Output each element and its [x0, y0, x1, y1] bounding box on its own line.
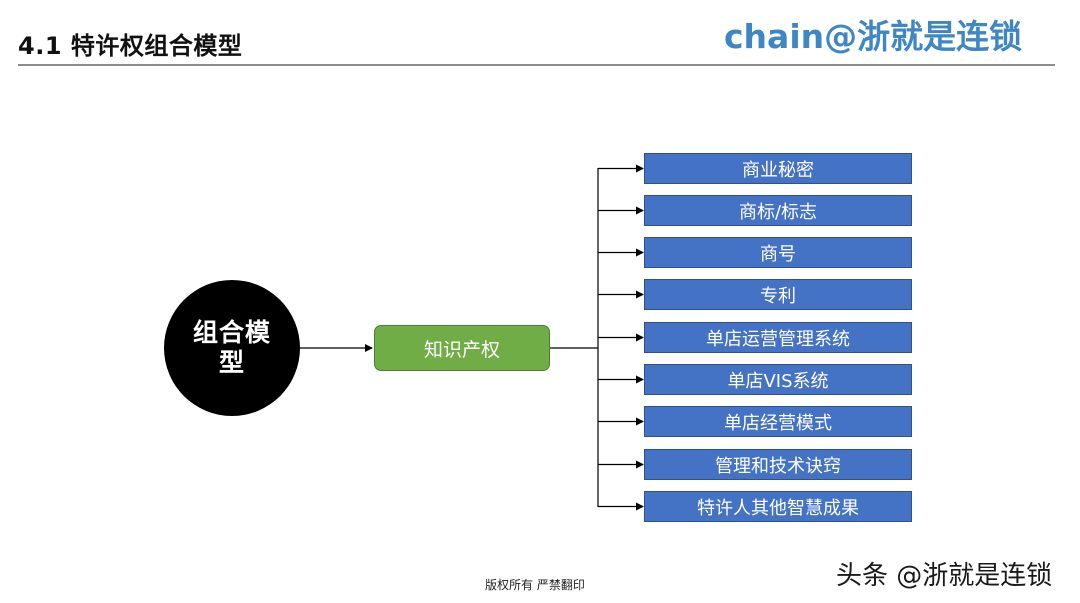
- intellectual-property-box: 知识产权: [374, 325, 550, 371]
- item-trademark: 商标/标志: [644, 195, 912, 226]
- header-divider: [18, 64, 1055, 66]
- item-store-vis-system: 单店VIS系统: [644, 364, 912, 395]
- page-title: 4.1 特许权组合模型: [18, 32, 243, 60]
- item-store-business-model: 单店经营模式: [644, 406, 912, 437]
- watermark: 头条 @浙就是连锁: [836, 561, 1053, 591]
- item-trade-name: 商号: [644, 237, 912, 268]
- item-store-operation-system: 单店运营管理系统: [644, 322, 912, 353]
- item-management-know-how: 管理和技术诀窍: [644, 449, 912, 480]
- brand-logo-text: chain@浙就是连锁: [724, 17, 1023, 56]
- item-other-franchisor-achievements: 特许人其他智慧成果: [644, 491, 912, 522]
- item-patent: 专利: [644, 279, 912, 310]
- root-circle: 组合模型: [164, 280, 300, 416]
- root-label: 组合模型: [192, 318, 271, 377]
- copyright-notice: 版权所有 严禁翻印: [485, 578, 585, 592]
- item-trade-secrets: 商业秘密: [644, 153, 912, 184]
